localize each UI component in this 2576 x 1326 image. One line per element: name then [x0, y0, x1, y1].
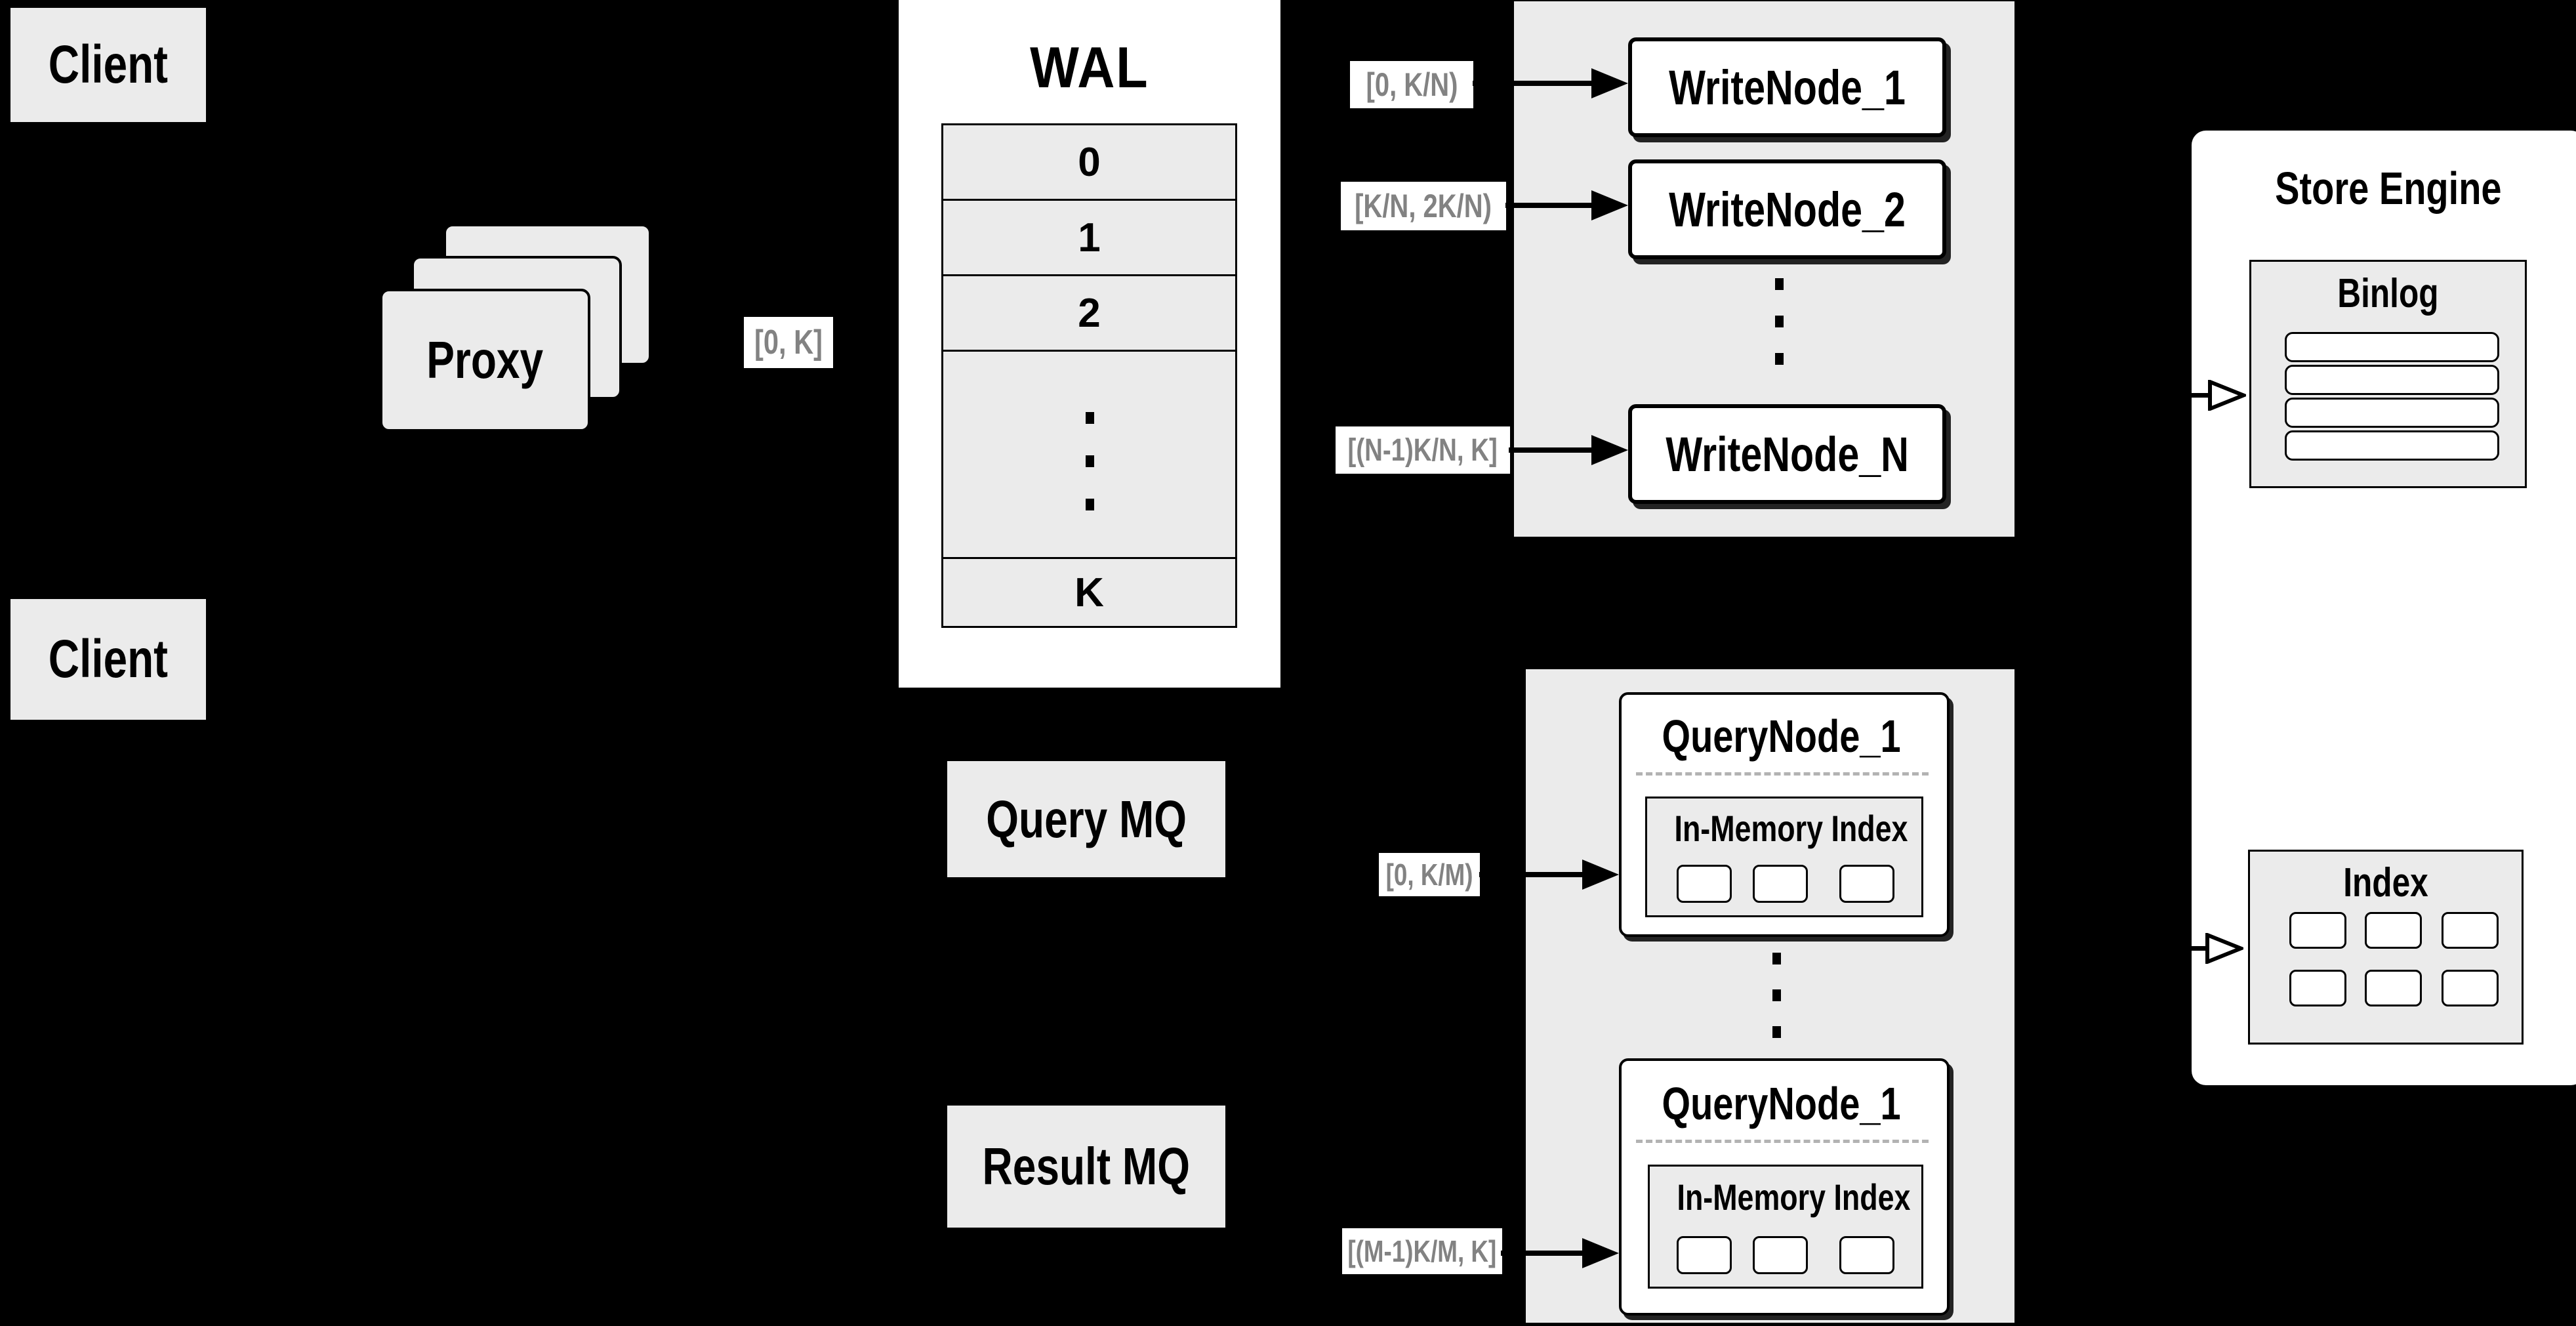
- open-arrow-head-icon: [2205, 933, 2243, 964]
- in-memory-index-top-title: In-Memory Index: [1674, 808, 1908, 849]
- write-node-2: WriteNode_2: [1628, 159, 1946, 259]
- query-node-top-divider: [1636, 772, 1929, 776]
- arrow-head-icon: [1591, 190, 1628, 220]
- arrow-write-1-line: [1473, 81, 1593, 86]
- segment-cell: [1839, 865, 1894, 903]
- query-mq-box: Query MQ: [947, 761, 1225, 877]
- index-cell: [2365, 970, 2422, 1006]
- index-cell: [2289, 912, 2346, 949]
- segment-cell: [1677, 1236, 1732, 1274]
- ellipsis-dot: [1086, 455, 1094, 467]
- binlog-row: [2285, 365, 2499, 395]
- binlog-row: [2285, 332, 2499, 362]
- binlog-row: [2285, 398, 2499, 428]
- store-engine-title: Store Engine: [2275, 163, 2502, 214]
- index-arrow-line: [2066, 946, 2209, 951]
- arrow-query-bottom-line: [1501, 1251, 1584, 1256]
- query-mq-label: Query MQ: [986, 789, 1187, 848]
- ellipsis-dot: [1772, 989, 1781, 1001]
- client-box-top-label: Client: [48, 35, 169, 94]
- arrow-head-icon: [1591, 68, 1628, 98]
- in-memory-index-bottom-title: In-Memory Index: [1677, 1176, 1911, 1218]
- wal-row-k: K: [943, 559, 1235, 626]
- result-mq-box: Result MQ: [947, 1106, 1225, 1228]
- binlog-arrow-line: [2066, 393, 2212, 398]
- ellipsis-dot: [1775, 353, 1784, 365]
- proxy-label: Proxy: [426, 331, 544, 389]
- ellipsis-dot: [1086, 499, 1094, 510]
- client-box-bottom-label: Client: [48, 629, 169, 689]
- ellipsis-dot: [1775, 316, 1784, 327]
- proxy-card-front: Proxy: [380, 289, 590, 432]
- range-label-write-2: [K/N, 2K/N): [1341, 182, 1506, 230]
- arrow-query-top-line: [1479, 872, 1584, 877]
- wal-row: 0: [943, 125, 1235, 201]
- index-cell: [2442, 970, 2499, 1006]
- query-node-bottom-title: QueryNode_1: [1662, 1078, 1902, 1129]
- query-node-top-title: QueryNode_1: [1662, 711, 1902, 762]
- index-cell: [2442, 912, 2499, 949]
- write-node-1: WriteNode_1: [1628, 37, 1946, 137]
- write-node-n: WriteNode_N: [1628, 404, 1946, 504]
- range-label-query-bottom: [(M-1)K/M, K]: [1342, 1228, 1502, 1274]
- client-box-bottom: Client: [10, 599, 206, 720]
- query-node-bottom-divider: [1636, 1140, 1929, 1143]
- ellipsis-dot: [1086, 412, 1094, 424]
- range-label-write-n: [(N-1)K/N, K]: [1336, 426, 1510, 474]
- index-cell: [2365, 912, 2422, 949]
- arrow-head-icon: [1591, 435, 1628, 465]
- ellipsis-dot: [1772, 1026, 1781, 1038]
- index-title: Index: [2343, 860, 2428, 905]
- binlog-title: Binlog: [2337, 271, 2439, 316]
- range-label-proxy-out: [0, K]: [744, 317, 833, 368]
- result-mq-label: Result MQ: [982, 1137, 1191, 1195]
- segment-cell: [1677, 865, 1732, 903]
- arrow-head-icon: [1582, 1238, 1619, 1268]
- segment-cell: [1753, 1236, 1808, 1274]
- arrow-head-icon: [1582, 860, 1619, 890]
- wal-table: 0 1 2 K: [941, 123, 1237, 628]
- arrow-write-2-line: [1505, 203, 1593, 208]
- segment-cell: [1839, 1236, 1894, 1274]
- ellipsis-dot: [1775, 278, 1784, 290]
- range-label-query-top: [0, K/M): [1379, 853, 1480, 896]
- binlog-row: [2285, 430, 2499, 461]
- wal-row: 1: [943, 201, 1235, 276]
- open-arrow-head-icon: [2208, 380, 2246, 411]
- index-cell: [2289, 970, 2346, 1006]
- segment-cell: [1753, 865, 1808, 903]
- wal-row: 2: [943, 276, 1235, 352]
- range-label-write-1: [0, K/N): [1350, 61, 1473, 108]
- ellipsis-dot: [1772, 953, 1781, 964]
- wal-panel: WAL 0 1 2 K: [899, 0, 1280, 688]
- wal-title: WAL: [1030, 35, 1149, 100]
- client-box-top: Client: [10, 8, 206, 122]
- arrow-write-n-line: [1509, 447, 1593, 453]
